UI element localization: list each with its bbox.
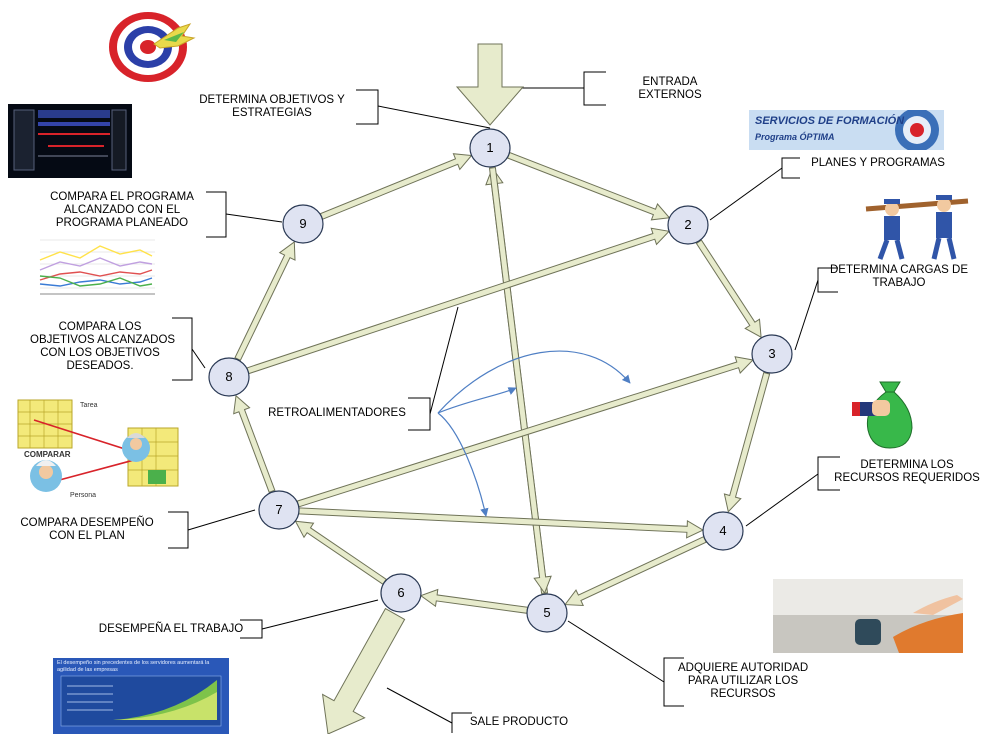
arrow-7-to-3	[296, 356, 754, 508]
entrada-externos-arrow	[455, 43, 525, 126]
arrow-2-to-3	[695, 239, 762, 339]
servicios-title: SERVICIOS DE FORMACIÓN	[755, 115, 905, 127]
node-4	[702, 511, 744, 551]
node-8-label: 8	[225, 369, 233, 384]
node-6-label: 6	[397, 585, 405, 600]
monitor-screenshot-image	[8, 104, 132, 178]
node-5	[526, 593, 568, 633]
servicios-formacion-banner: SERVICIOS DE FORMACIÓN Programa ÓPTIMA	[749, 110, 944, 150]
arrow-4-to-5	[564, 536, 707, 607]
label-sale-producto: SALE PRODUCTO	[469, 716, 569, 728]
arrow-3-to-4	[723, 371, 771, 513]
arrow-7-to-8	[233, 394, 276, 493]
comparar-persona-caption: Persona	[70, 492, 97, 499]
node-9-label: 9	[299, 216, 307, 231]
desk-photo-image	[773, 579, 963, 653]
workers-carrying-image	[862, 195, 972, 261]
process-arrows	[233, 43, 771, 734]
arrow-7-to-4	[298, 507, 705, 539]
label-compara-programa: COMPARA EL PROGRAMA ALCANZADO CON EL PRO…	[50, 191, 194, 229]
comparar-caption: COMPARAR	[24, 450, 71, 459]
arrow-8-to-2	[246, 227, 671, 375]
label-retroalimentadores: RETROALIMENTADORES	[268, 407, 406, 419]
money-bag-image	[850, 378, 920, 450]
label-determina-recursos: DETERMINA LOS RECURSOS REQUERIDOS	[834, 459, 980, 484]
label-desempena-trabajo: DESEMPEÑA EL TRABAJO	[98, 623, 244, 635]
node-3-label: 3	[768, 346, 776, 361]
arrow-9-to-1	[319, 153, 473, 220]
feedback-arrow-upper	[437, 350, 631, 414]
arrow-1-to-5	[488, 166, 552, 595]
process-nodes	[208, 128, 793, 633]
label-entrada-externos: ENTRADA EXTERNOS	[638, 76, 702, 101]
node-6	[380, 573, 422, 613]
target-logo-image	[104, 6, 200, 84]
label-adquiere-autoridad: ADQUIERE AUTORIDAD PARA UTILIZAR LOS REC…	[678, 662, 809, 700]
label-compara-desempeno: COMPARA DESEMPEÑO CON EL PLAN	[20, 517, 154, 542]
sale-producto-arrow	[321, 607, 406, 734]
node-9	[282, 204, 324, 244]
label-connectors	[168, 71, 840, 733]
comparar-tarea-caption: Tarea	[80, 402, 98, 409]
node-5-label: 5	[543, 605, 551, 620]
label-planes-programas: PLANES Y PROGRAMAS	[811, 157, 945, 169]
feedback-arrows	[437, 350, 631, 517]
node-7	[258, 490, 300, 530]
node-1-label: 1	[486, 140, 494, 155]
node-4-label: 4	[719, 523, 727, 538]
feedback-arrow-lower	[437, 412, 489, 517]
node-1	[469, 128, 511, 168]
arrow-1-to-2	[506, 151, 671, 221]
desempeno-slide-title: El desempeño sin precedentes de los serv…	[57, 660, 210, 673]
node-7-label: 7	[275, 502, 283, 517]
arrow-6-to-7	[294, 520, 387, 585]
label-compara-objetivos: COMPARA LOS OBJETIVOS ALCANZADOS CON LOS…	[30, 321, 176, 372]
node-8	[208, 357, 250, 397]
node-2	[667, 205, 709, 245]
label-determina-objetivos: DETERMINA OBJETIVOS Y ESTRATEGIAS	[199, 94, 345, 119]
line-chart-clipart-image	[30, 232, 160, 304]
node-3	[751, 334, 793, 374]
servicios-subtitle: Programa ÓPTIMA	[755, 132, 835, 142]
arrow-8-to-9	[234, 241, 296, 361]
label-determina-cargas: DETERMINA CARGAS DE TRABAJO	[829, 264, 969, 289]
node-2-label: 2	[684, 217, 692, 232]
feedback-arrow-short	[437, 387, 517, 414]
arrow-5-to-6	[419, 588, 529, 614]
comparar-clipart-image: COMPARAR Tarea Persona	[16, 398, 184, 502]
desempeno-slide-image: El desempeño sin precedentes de los serv…	[53, 658, 229, 734]
